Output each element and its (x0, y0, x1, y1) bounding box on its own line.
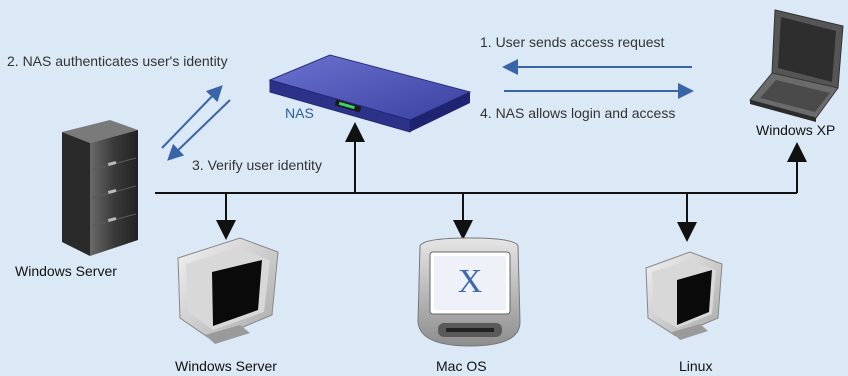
network-lines (155, 122, 807, 242)
windows-server-bottom-label: Windows Server (175, 358, 277, 374)
auth-arrows (161, 59, 694, 161)
step1-label: 1. User sends access request (480, 34, 665, 50)
nas-device-icon (268, 54, 472, 133)
mac-x-logo: X (458, 263, 483, 300)
arrow-nas-to-server (161, 85, 223, 149)
windows-xp-label: Windows XP (756, 122, 835, 138)
linux-label: Linux (679, 358, 712, 374)
server-tower-icon (62, 120, 138, 256)
arrow-server-to-nas (167, 99, 231, 161)
crt-monitor-icon-windows-server (177, 237, 279, 344)
laptop-icon (749, 9, 844, 122)
step3-label: 3. Verify user identity (192, 157, 322, 173)
diagram-labels: 2. NAS authenticates user's identity 1. … (7, 34, 835, 374)
mac-os-label: Mac OS (436, 358, 487, 374)
step2-label: 2. NAS authenticates user's identity (7, 53, 228, 69)
crt-monitor-icon-linux (645, 251, 723, 340)
nas-label: NAS (285, 105, 314, 121)
imac-monitor-icon: X (417, 237, 521, 347)
windows-server-left-label: Windows Server (15, 263, 117, 279)
step4-label: 4. NAS allows login and access (480, 105, 675, 121)
